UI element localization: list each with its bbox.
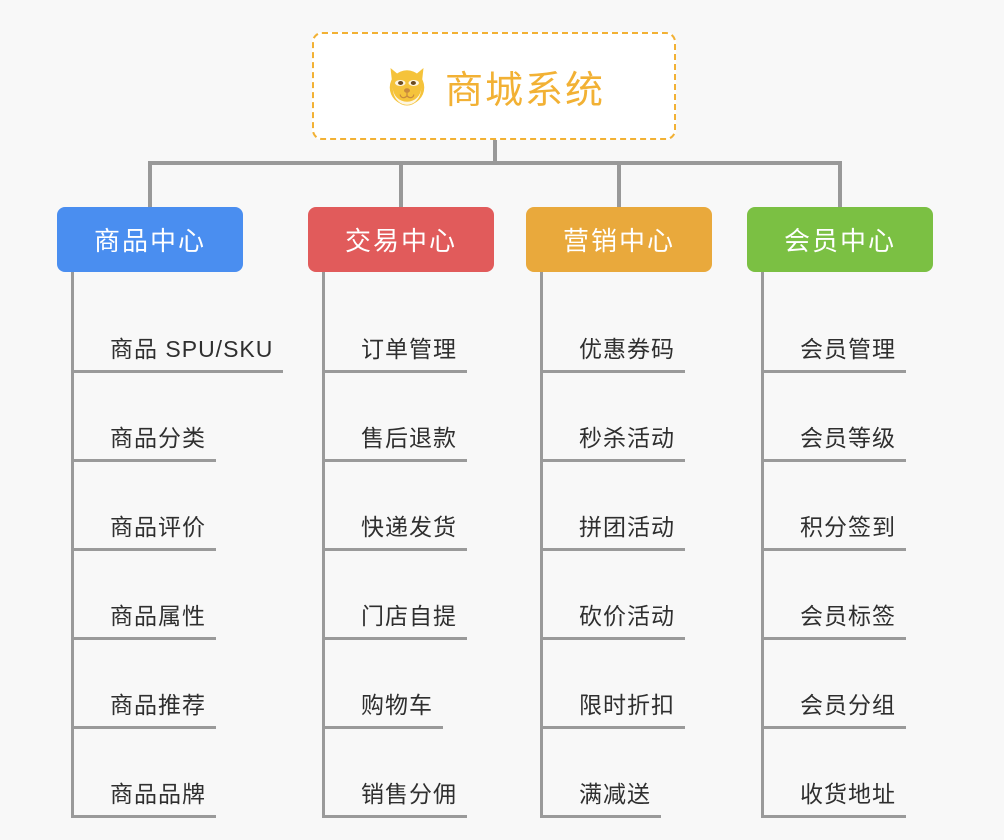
leaf-item[interactable]: 秒杀活动 — [543, 373, 712, 462]
leaf-item[interactable]: 收货地址 — [764, 729, 933, 818]
category-header-marketing-center[interactable]: 营销中心 — [526, 207, 712, 272]
leaf-item[interactable]: 销售分佣 — [325, 729, 494, 818]
leaf-item[interactable]: 优惠券码 — [543, 284, 712, 373]
category-header-label: 营销中心 — [562, 226, 675, 256]
leaf-item[interactable]: 商品 SPU/SKU — [74, 284, 284, 373]
leaf-item-label: 会员管理 — [764, 336, 906, 373]
leaf-item[interactable]: 商品属性 — [74, 551, 243, 640]
leaf-item-label: 满减送 — [543, 781, 661, 818]
connector-drop-3 — [617, 161, 621, 209]
leaf-item[interactable]: 购物车 — [325, 640, 494, 729]
leaf-item[interactable]: 拼团活动 — [543, 462, 712, 551]
leaf-item-label: 商品推荐 — [74, 692, 216, 729]
leaf-item-label: 会员分组 — [764, 692, 906, 729]
leaf-item-label: 积分签到 — [764, 514, 906, 551]
leaf-item[interactable]: 限时折扣 — [543, 640, 712, 729]
leaf-item-label: 订单管理 — [325, 336, 467, 373]
branch-column-member-center: 会员中心 会员管理 会员等级 积分签到 会员标签 会员分组 收货地址 — [747, 207, 933, 818]
category-header-label: 商品中心 — [93, 226, 206, 256]
leaf-item[interactable]: 会员标签 — [764, 551, 933, 640]
branch-column-trade-center: 交易中心 订单管理 售后退款 快递发货 门店自提 购物车 销售分佣 — [308, 207, 494, 818]
leaf-item[interactable]: 售后退款 — [325, 373, 494, 462]
root-node-label: 商城系统 — [444, 69, 605, 112]
leaf-item-label: 拼团活动 — [543, 514, 685, 551]
leaf-item[interactable]: 商品品牌 — [74, 729, 243, 818]
branch-spine: 优惠券码 秒杀活动 拼团活动 砍价活动 限时折扣 满减送 — [540, 272, 712, 818]
leaf-item[interactable]: 会员管理 — [764, 284, 933, 373]
connector-drop-4 — [838, 161, 842, 209]
category-header-label: 会员中心 — [783, 226, 896, 256]
leaf-item[interactable]: 会员等级 — [764, 373, 933, 462]
leaf-item-label: 商品 SPU/SKU — [74, 336, 284, 373]
leaf-item[interactable]: 积分签到 — [764, 462, 933, 551]
leaf-item-label: 秒杀活动 — [543, 425, 685, 462]
leaf-item-label: 售后退款 — [325, 425, 467, 462]
leaf-item[interactable]: 门店自提 — [325, 551, 494, 640]
category-header-member-center[interactable]: 会员中心 — [747, 207, 933, 272]
category-header-trade-center[interactable]: 交易中心 — [308, 207, 494, 272]
leaf-item[interactable]: 快递发货 — [325, 462, 494, 551]
leaf-item-label: 商品评价 — [74, 514, 216, 551]
leaf-item-label: 商品属性 — [74, 603, 216, 640]
leaf-item[interactable]: 商品分类 — [74, 373, 243, 462]
branch-spine: 商品 SPU/SKU 商品分类 商品评价 商品属性 商品推荐 商品品牌 — [71, 272, 284, 818]
branch-column-marketing-center: 营销中心 优惠券码 秒杀活动 拼团活动 砍价活动 限时折扣 满减送 — [526, 207, 712, 818]
leaf-item-label: 购物车 — [325, 692, 443, 729]
leaf-item[interactable]: 商品评价 — [74, 462, 243, 551]
category-header-product-center[interactable]: 商品中心 — [57, 207, 243, 272]
leaf-item-label: 收货地址 — [764, 781, 906, 818]
leaf-item-label: 限时折扣 — [543, 692, 685, 729]
shiba-dog-face-icon — [383, 62, 431, 110]
branch-spine: 订单管理 售后退款 快递发货 门店自提 购物车 销售分佣 — [322, 272, 494, 818]
connector-horizontal-bus — [148, 161, 842, 165]
branch-column-product-center: 商品中心 商品 SPU/SKU 商品分类 商品评价 商品属性 商品推荐 商品品牌 — [57, 207, 284, 818]
leaf-item-label: 商品品牌 — [74, 781, 216, 818]
leaf-item-label: 门店自提 — [325, 603, 467, 640]
leaf-item[interactable]: 订单管理 — [325, 284, 494, 373]
leaf-item[interactable]: 满减送 — [543, 729, 712, 818]
connector-drop-2 — [399, 161, 403, 209]
leaf-item-label: 销售分佣 — [325, 781, 467, 818]
leaf-item-label: 会员标签 — [764, 603, 906, 640]
leaf-item[interactable]: 商品推荐 — [74, 640, 243, 729]
root-node-mall-system[interactable]: 商城系统 — [312, 32, 676, 140]
leaf-item[interactable]: 砍价活动 — [543, 551, 712, 640]
leaf-item-label: 优惠券码 — [543, 336, 685, 373]
leaf-item[interactable]: 会员分组 — [764, 640, 933, 729]
connector-root-stem — [493, 140, 497, 164]
leaf-item-label: 快递发货 — [325, 514, 467, 551]
leaf-item-label: 商品分类 — [74, 425, 216, 462]
leaf-item-label: 会员等级 — [764, 425, 906, 462]
branch-spine: 会员管理 会员等级 积分签到 会员标签 会员分组 收货地址 — [761, 272, 933, 818]
category-header-label: 交易中心 — [344, 226, 457, 256]
leaf-item-label: 砍价活动 — [543, 603, 685, 640]
connector-drop-1 — [148, 161, 152, 209]
